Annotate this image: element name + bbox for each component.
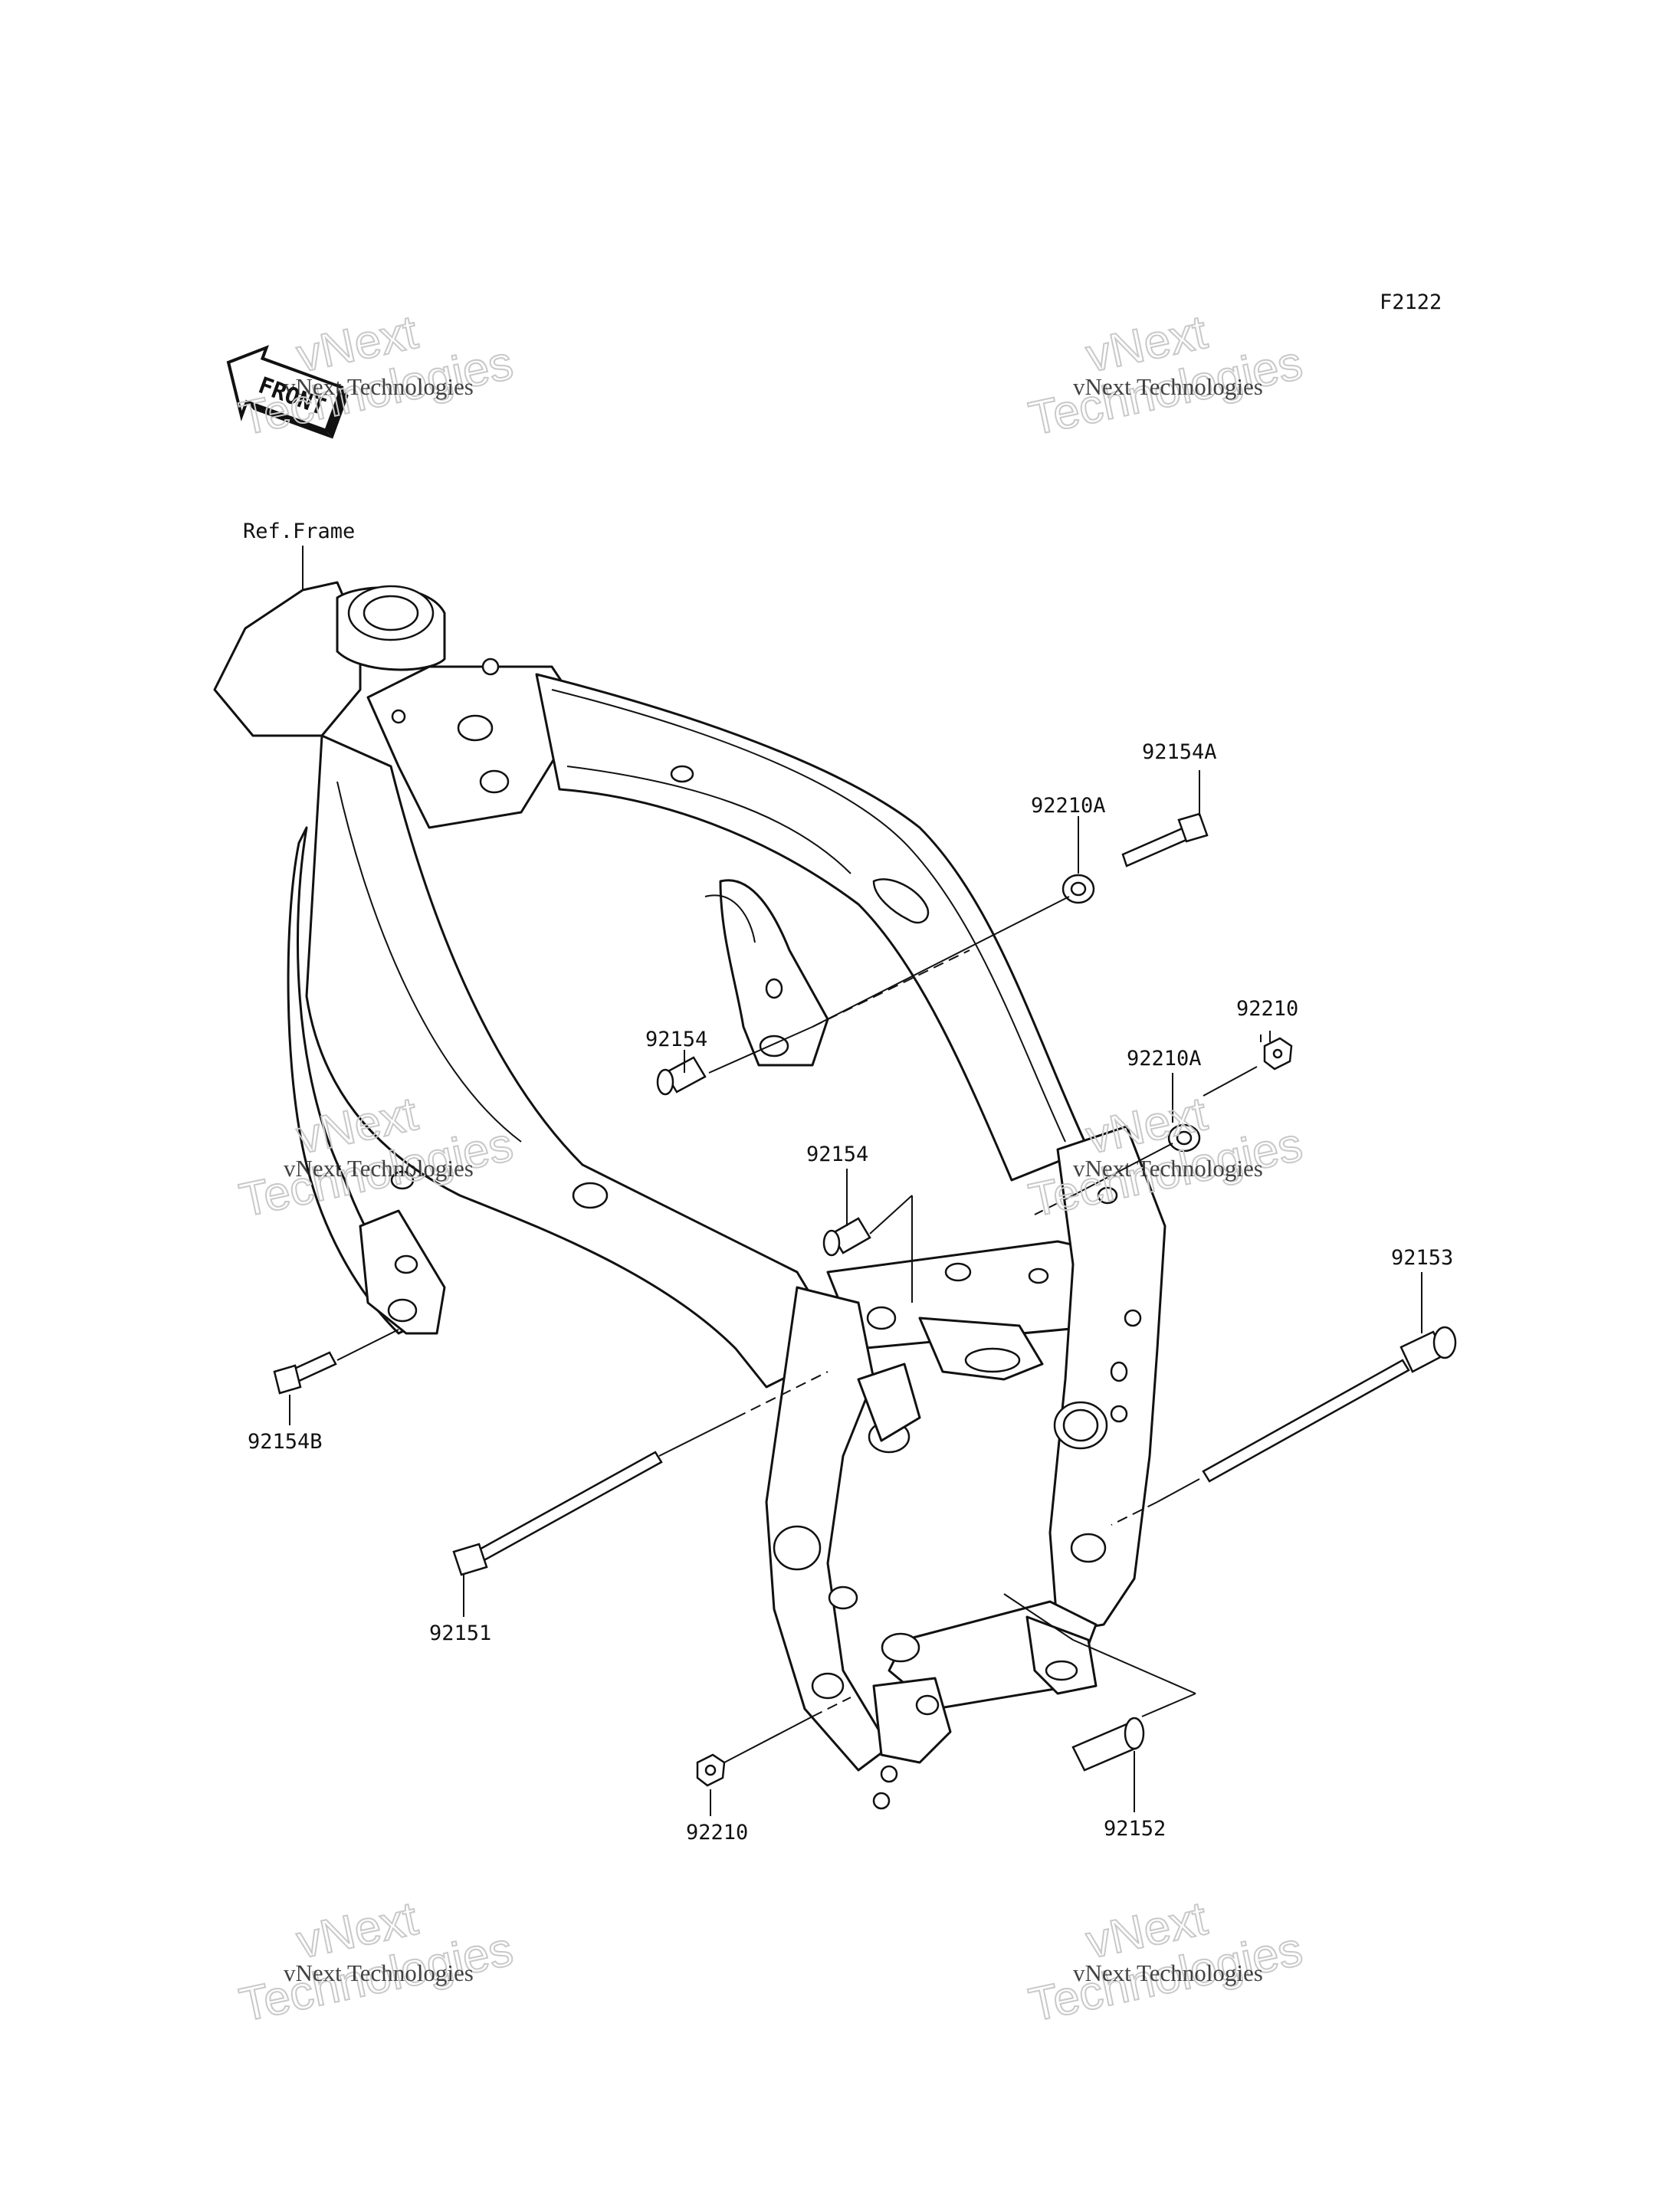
label-92210-right: 92210 [1236, 997, 1298, 1021]
svg-text:vNext Technologies: vNext Technologies [1073, 1959, 1263, 1986]
watermark-bottom-right: vNext Technologies vNext Technologies [1024, 1891, 1308, 2033]
watermark-top-right: vNext Technologies vNext Technologies [1024, 305, 1308, 447]
bolt-92154A[interactable] [1121, 812, 1209, 867]
svg-text:vNext Technologies: vNext Technologies [284, 1959, 474, 1986]
nut-92210A-top[interactable] [1061, 874, 1095, 904]
label-92210-bottom: 92210 [686, 1821, 748, 1844]
bolt-92151[interactable] [452, 1451, 663, 1576]
ref-frame-label: Ref.Frame [243, 520, 355, 543]
collar-92152[interactable] [1071, 1717, 1145, 1772]
nut-92210A-mid[interactable] [1167, 1123, 1201, 1153]
hidden-center-lines [735, 949, 1158, 1717]
leader-lines [289, 770, 1422, 1816]
label-92152: 92152 [1104, 1817, 1166, 1841]
bolt-92154B[interactable] [273, 1351, 337, 1395]
label-92151: 92151 [429, 1622, 491, 1645]
diagram-code: F2122 [1380, 290, 1442, 314]
svg-text:vNext Technologies: vNext Technologies [284, 1155, 474, 1182]
motorcycle-frame [213, 581, 1166, 1810]
label-92154-upper: 92154 [645, 1028, 707, 1051]
nut-92210-bottom[interactable] [696, 1753, 726, 1787]
label-92210A-top: 92210A [1031, 794, 1106, 818]
collar-92154-mid[interactable] [822, 1217, 871, 1257]
label-92154A: 92154A [1142, 740, 1217, 764]
label-92210A-mid: 92210A [1127, 1047, 1202, 1071]
svg-text:vNext Technologies: vNext Technologies [284, 373, 474, 400]
svg-text:vNext Technologies: vNext Technologies [1073, 373, 1263, 400]
label-92154B: 92154B [248, 1430, 323, 1454]
label-92153: 92153 [1391, 1246, 1453, 1270]
label-92154-mid: 92154 [806, 1143, 868, 1166]
watermark-bottom-left: vNext Technologies vNext Technologies [235, 1891, 518, 2033]
svg-text:vNext Technologies: vNext Technologies [1073, 1155, 1263, 1182]
front-arrow-icon: FRONT [226, 345, 349, 439]
collar-92154-upper[interactable] [656, 1056, 707, 1096]
bolt-92153[interactable] [1202, 1326, 1457, 1483]
nut-92210-right[interactable] [1263, 1037, 1293, 1071]
